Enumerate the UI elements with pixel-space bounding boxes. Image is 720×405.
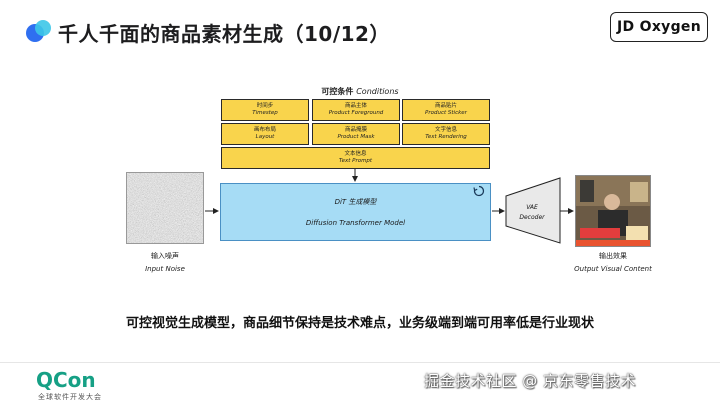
dit-model-subtitle: Diffusion Transformer Model	[305, 219, 406, 227]
dit-model-title: DiT 生成模型	[334, 198, 377, 206]
watermark: 掘金技术社区 @ 京东零售技术	[424, 372, 637, 390]
footer-divider	[0, 362, 720, 363]
conditions-title: 可控条件 Conditions	[321, 87, 399, 96]
input-noise-image	[126, 172, 204, 244]
qcon-logo: QCon	[36, 368, 96, 392]
vae-decoder-shape	[505, 177, 561, 244]
cycle-icon	[473, 185, 485, 197]
jd-oxygen-logo: JD Oxygen	[610, 12, 708, 42]
page-title: 千人千面的商品素材生成（10/12）	[58, 22, 390, 46]
dit-model-box: DiT 生成模型 Diffusion Transformer Model	[220, 183, 491, 241]
brand-dots-icon	[26, 20, 52, 46]
output-visual-image	[575, 175, 651, 247]
slide-summary: 可控视觉生成模型，商品细节保持是技术难点，业务级端到端可用率低是行业现状	[125, 316, 594, 331]
qcon-logo-subtitle: 全球软件开发大会	[38, 393, 102, 401]
